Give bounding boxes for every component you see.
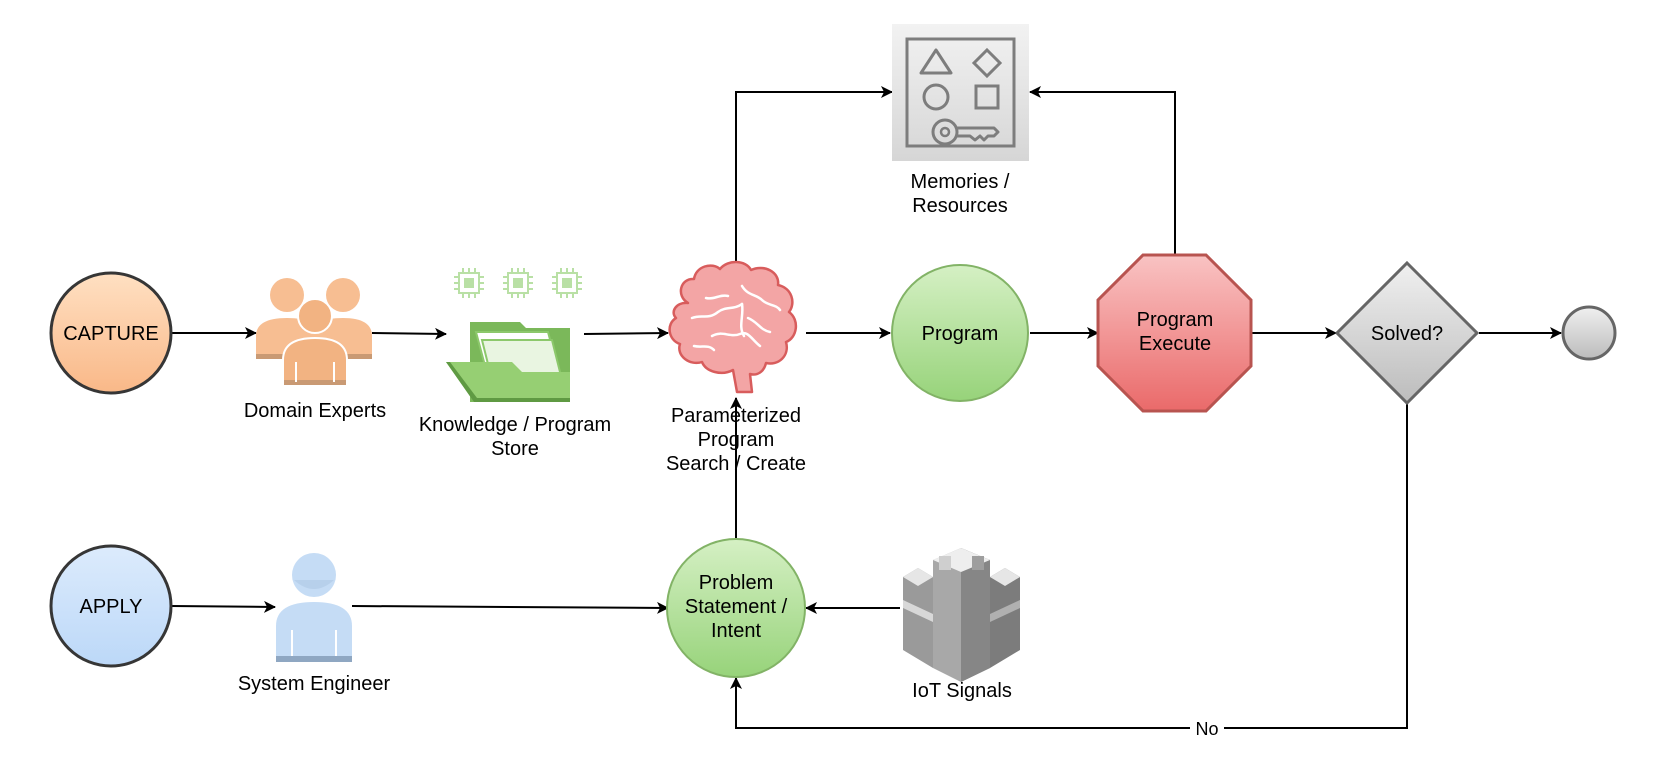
problem-statement-node[interactable] bbox=[666, 538, 806, 678]
end-node[interactable] bbox=[1561, 305, 1617, 361]
edge-brain-to-memories bbox=[735, 86, 893, 275]
users-group-icon[interactable] bbox=[256, 278, 372, 386]
folder-with-chips-icon[interactable] bbox=[446, 268, 582, 402]
shapes-key-resource-icon[interactable] bbox=[892, 24, 1029, 161]
system-engineer-label: System Engineer bbox=[237, 673, 391, 695]
edge-label-no: No bbox=[1195, 719, 1218, 739]
capture-label: CAPTURE bbox=[63, 323, 159, 345]
program-execute-node[interactable] bbox=[1096, 253, 1253, 413]
knowledge-store-label: Knowledge / Program Store bbox=[418, 414, 612, 460]
apply-node[interactable] bbox=[49, 544, 173, 668]
no-label-bg bbox=[1190, 716, 1224, 740]
solved-decision-node[interactable] bbox=[1334, 260, 1480, 406]
search-create-label: Parameterized Program Search / Create bbox=[665, 405, 807, 475]
domain-experts-label: Domain Experts bbox=[243, 400, 387, 422]
iot-castle-icon[interactable] bbox=[903, 548, 1020, 682]
edge-engineer-to-problem bbox=[351, 601, 669, 614]
memories-label: Memories / Resources bbox=[910, 171, 1010, 217]
problem-statement-label: Problem Statement / Intent bbox=[684, 572, 788, 642]
capture-node[interactable] bbox=[49, 271, 173, 395]
edge-experts-to-store bbox=[371, 327, 447, 340]
user-icon[interactable] bbox=[276, 553, 352, 662]
program-label: Program bbox=[922, 323, 999, 345]
edge-apply-to-engineer bbox=[170, 600, 276, 613]
iot-signals-label: IoT Signals bbox=[912, 680, 1012, 702]
edge-store-to-brain bbox=[583, 327, 669, 340]
brain-icon[interactable] bbox=[668, 260, 798, 394]
edge-execute-to-memories bbox=[1029, 86, 1176, 254]
program-node[interactable] bbox=[891, 264, 1029, 402]
solved-label: Solved? bbox=[1371, 323, 1443, 345]
apply-label: APPLY bbox=[80, 596, 143, 618]
edge-solved-no-loop bbox=[730, 403, 1408, 729]
program-execute-label: Program Execute bbox=[1136, 309, 1214, 355]
edges bbox=[170, 86, 1562, 729]
